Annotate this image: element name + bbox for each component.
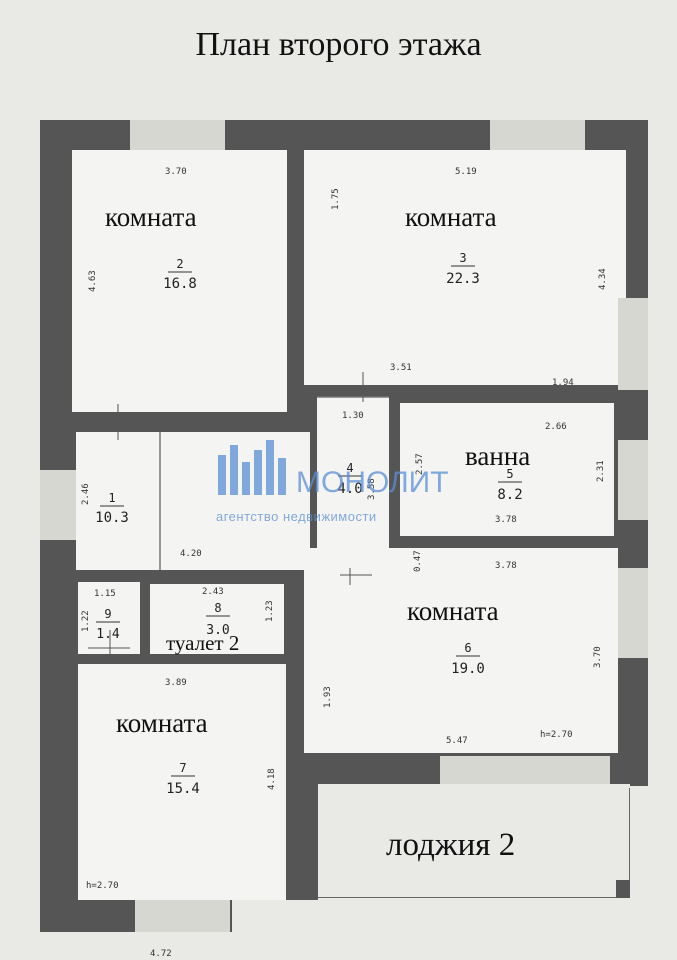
- dimension-label: 3.58: [367, 478, 377, 500]
- svg-text:19.0: 19.0: [451, 661, 485, 677]
- svg-text:10.3: 10.3: [95, 510, 129, 526]
- room-7-floor: [78, 664, 286, 900]
- dimension-label: 4.20: [180, 549, 202, 559]
- svg-text:1.4: 1.4: [96, 627, 120, 642]
- room-8-area: 8 3.0: [206, 601, 230, 638]
- svg-text:9: 9: [104, 607, 111, 621]
- dimension-label: 3.89: [165, 678, 187, 688]
- svg-text:8: 8: [214, 601, 221, 615]
- svg-text:5: 5: [506, 467, 513, 481]
- window: [40, 470, 76, 540]
- room-9-floor: [78, 582, 140, 654]
- height-label: h=2.70: [540, 730, 573, 740]
- dimension-label: 4.18: [267, 768, 277, 790]
- dimension-label: 1.23: [265, 600, 275, 622]
- room-1-area: 1 10.3: [95, 491, 129, 526]
- dimension-label: 3.70: [593, 646, 603, 668]
- room-3-area: 3 22.3: [446, 251, 480, 287]
- svg-text:6: 6: [464, 641, 471, 655]
- room-label: комната: [407, 596, 499, 626]
- door-mark: [90, 404, 140, 440]
- dimension-label: 4.34: [598, 268, 608, 290]
- dimension-label: 0.47: [413, 550, 423, 572]
- door-mark: [88, 630, 130, 660]
- room-6-floor: [304, 548, 618, 753]
- dimension-label: 4.72: [150, 949, 172, 959]
- dimension-label: 3.70: [165, 167, 187, 177]
- room-5-area: 5 8.2: [497, 467, 522, 503]
- room-4-floor: [317, 397, 389, 570]
- dimension-label: 1.22: [81, 610, 91, 632]
- dimension-label: 1.30: [342, 411, 364, 421]
- monolith-logo-icon: [218, 440, 286, 495]
- room-9-area: 9 1.4: [96, 607, 120, 642]
- room-2-floor: [72, 150, 287, 412]
- dimension-label: 2.43: [202, 587, 224, 597]
- svg-text:7: 7: [179, 761, 186, 775]
- loggia-open-right: [630, 786, 648, 932]
- dimension-label: 5.47: [446, 736, 468, 746]
- window: [618, 298, 648, 390]
- window: [135, 900, 230, 932]
- room-label: комната: [405, 202, 497, 232]
- room-label: лоджия 2: [386, 827, 515, 863]
- room-7-area: 7 15.4: [166, 761, 200, 797]
- loggia-floor: [318, 786, 630, 898]
- svg-text:1: 1: [108, 491, 115, 505]
- dimension-label: 2.46: [81, 483, 91, 505]
- dimension-label: 2.31: [596, 460, 606, 482]
- dimension-label: 4.63: [88, 270, 98, 292]
- dimension-label: 1.75: [331, 188, 341, 210]
- svg-text:15.4: 15.4: [166, 781, 200, 797]
- room-5-floor: [400, 403, 614, 536]
- svg-text:16.8: 16.8: [163, 276, 197, 292]
- svg-text:8.2: 8.2: [497, 487, 522, 503]
- window: [440, 756, 610, 784]
- door-mark: [345, 372, 378, 402]
- dimension-label: 1.94: [552, 378, 574, 388]
- room-2-area: 2 16.8: [163, 257, 197, 292]
- window: [618, 440, 648, 520]
- window: [618, 568, 648, 658]
- svg-text:3.0: 3.0: [206, 623, 229, 638]
- loggia-open: [232, 900, 318, 932]
- room-label: комната: [116, 708, 208, 738]
- room-label: ванна: [465, 441, 530, 471]
- watermark: МОНОЛИТ агентство недвижимости: [216, 440, 449, 524]
- dimension-label: 1.93: [323, 686, 333, 708]
- dimension-label: 2.57: [415, 453, 425, 475]
- door-mark: [340, 568, 372, 585]
- svg-text:22.3: 22.3: [446, 271, 480, 287]
- svg-text:4.0: 4.0: [337, 481, 362, 497]
- room-label: комната: [105, 202, 197, 232]
- window: [130, 120, 225, 150]
- loggia-open-top: [318, 784, 630, 788]
- dimension-label: 2.66: [545, 422, 567, 432]
- svg-text:4: 4: [346, 461, 353, 475]
- room-4-area: 4 4.0: [337, 461, 362, 497]
- height-label: h=2.70: [86, 881, 119, 891]
- watermark-tagline: агентство недвижимости: [216, 509, 377, 524]
- room-8-floor: [150, 584, 284, 654]
- svg-text:3: 3: [459, 251, 466, 265]
- dimension-label: 5.19: [455, 167, 477, 177]
- dimension-label: 3.78: [495, 561, 517, 571]
- dimension-label: 3.78: [495, 515, 517, 525]
- window: [490, 120, 585, 150]
- svg-text:2: 2: [176, 257, 183, 271]
- watermark-brand: МОНОЛИТ: [296, 466, 449, 499]
- page-title: План второго этажа: [195, 26, 482, 63]
- room-label: туалет 2: [166, 631, 239, 655]
- dimension-label: 1.15: [94, 589, 116, 599]
- dimension-label: 3.51: [390, 363, 412, 373]
- room-6-area: 6 19.0: [451, 641, 485, 677]
- room-3-floor: [304, 150, 626, 385]
- loggia-open-bottom: [318, 898, 648, 932]
